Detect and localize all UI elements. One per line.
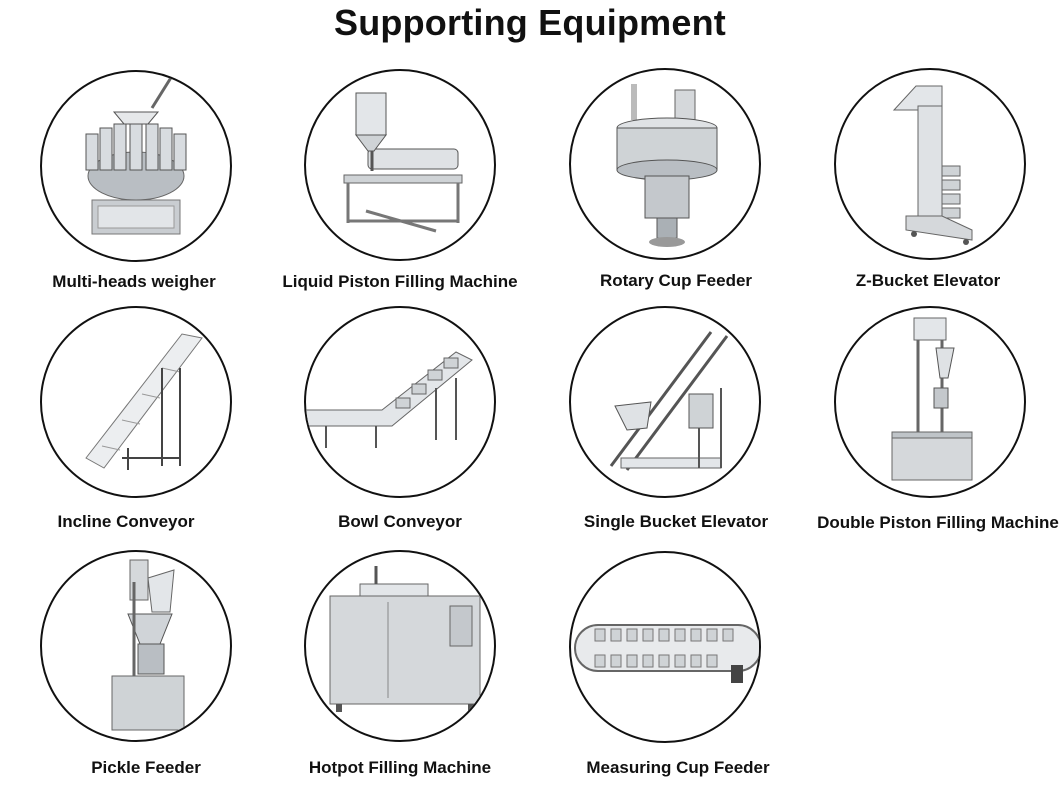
equipment-label: Bowl Conveyor [338,512,462,531]
equipment-label: Z-Bucket Elevator [855,271,1001,290]
double-piston-filler-icon [834,306,1026,498]
rotary-cup-feeder-icon [569,68,761,260]
equipment-label: Pickle Feeder [91,758,201,777]
equipment-label: Hotpot Filling Machine [308,758,492,777]
equipment-label: Liquid Piston Filling Machine [282,272,518,291]
equipment-label: Measuring Cup Feeder [586,758,770,777]
pickle-feeder-icon [40,550,232,742]
multihead-weigher-icon [40,70,232,262]
z-bucket-elevator-icon [834,68,1026,260]
equipment-label: Rotary Cup Feeder [599,271,753,290]
page-title: Supporting Equipment [334,2,726,43]
liquid-piston-filler-icon [304,69,496,261]
equipment-label: Double Piston Filling Machine [817,513,1059,532]
measuring-cup-feeder-icon [569,551,761,743]
incline-conveyor-icon [40,306,232,498]
hotpot-filler-icon [304,550,496,742]
equipment-label: Multi-heads weigher [52,272,216,291]
equipment-label: Single Bucket Elevator [583,512,769,531]
equipment-label: Incline Conveyor [57,512,195,531]
single-bucket-elevator-icon [569,306,761,498]
bowl-conveyor-icon [304,306,496,498]
